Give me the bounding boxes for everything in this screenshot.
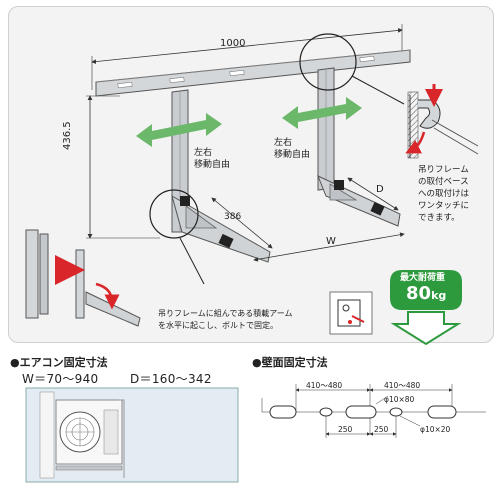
aircon-section-title: ●エアコン固定寸法 [10, 356, 108, 369]
height-label: 436.5 [62, 121, 73, 150]
arm-note: 吊りフレームに組んである積載アーム を水平に起こし、ボルトで固定。 [158, 309, 293, 330]
wall-section-title: ●壁面固定寸法 [252, 356, 328, 369]
slide-arrow-left [136, 113, 222, 147]
dimension-w [253, 232, 405, 262]
width-1000-label: 1000 [220, 38, 246, 49]
max-load-title: 最大耐荷重 [400, 273, 446, 283]
callout-circle-top [299, 33, 357, 91]
wall-fixing-diagram [261, 384, 486, 438]
hang-frame-note: 吊りフレーム の取付ベース への取付けは ワンタッチに できます。 [418, 165, 470, 223]
left-slide-label-1: 左右 [194, 148, 213, 158]
hanging-rail [95, 49, 411, 97]
max-load-value: 80kg [406, 283, 447, 304]
gap-right-label: 250 [374, 425, 389, 434]
depth-386-label: 386 [224, 212, 242, 222]
span-right-label: 410～480 [384, 381, 421, 390]
right-slide-label-1: 左右 [274, 138, 293, 148]
slide-arrow-right [282, 97, 362, 129]
callout-circle-bottom [149, 189, 199, 239]
callout-line-top [351, 75, 405, 105]
gap-left-label: 250 [338, 425, 353, 434]
wall-hook-detail [407, 84, 479, 159]
d-label: D [376, 184, 384, 195]
hole-note: φ10×20 [420, 425, 451, 434]
d-range: D＝160～342 [130, 372, 212, 386]
right-slide-label-2: 移動自由 [274, 150, 311, 160]
bolt-inset [329, 291, 373, 335]
aircon-illustration [25, 387, 239, 483]
span-left-label: 410～480 [306, 381, 343, 390]
arm-assembly-detail [25, 229, 141, 327]
callout-line-bottom [179, 237, 205, 285]
left-upright [171, 89, 271, 263]
right-upright [317, 67, 401, 227]
dimension-height [86, 95, 160, 239]
left-slide-label-2: 移動自由 [194, 160, 231, 170]
slot-note: φ10×80 [384, 395, 415, 404]
rotate-arrow-red [405, 131, 426, 154]
max-load-badge [390, 270, 462, 346]
w-label: W [326, 236, 336, 247]
w-range: W＝70～940 [22, 372, 99, 386]
